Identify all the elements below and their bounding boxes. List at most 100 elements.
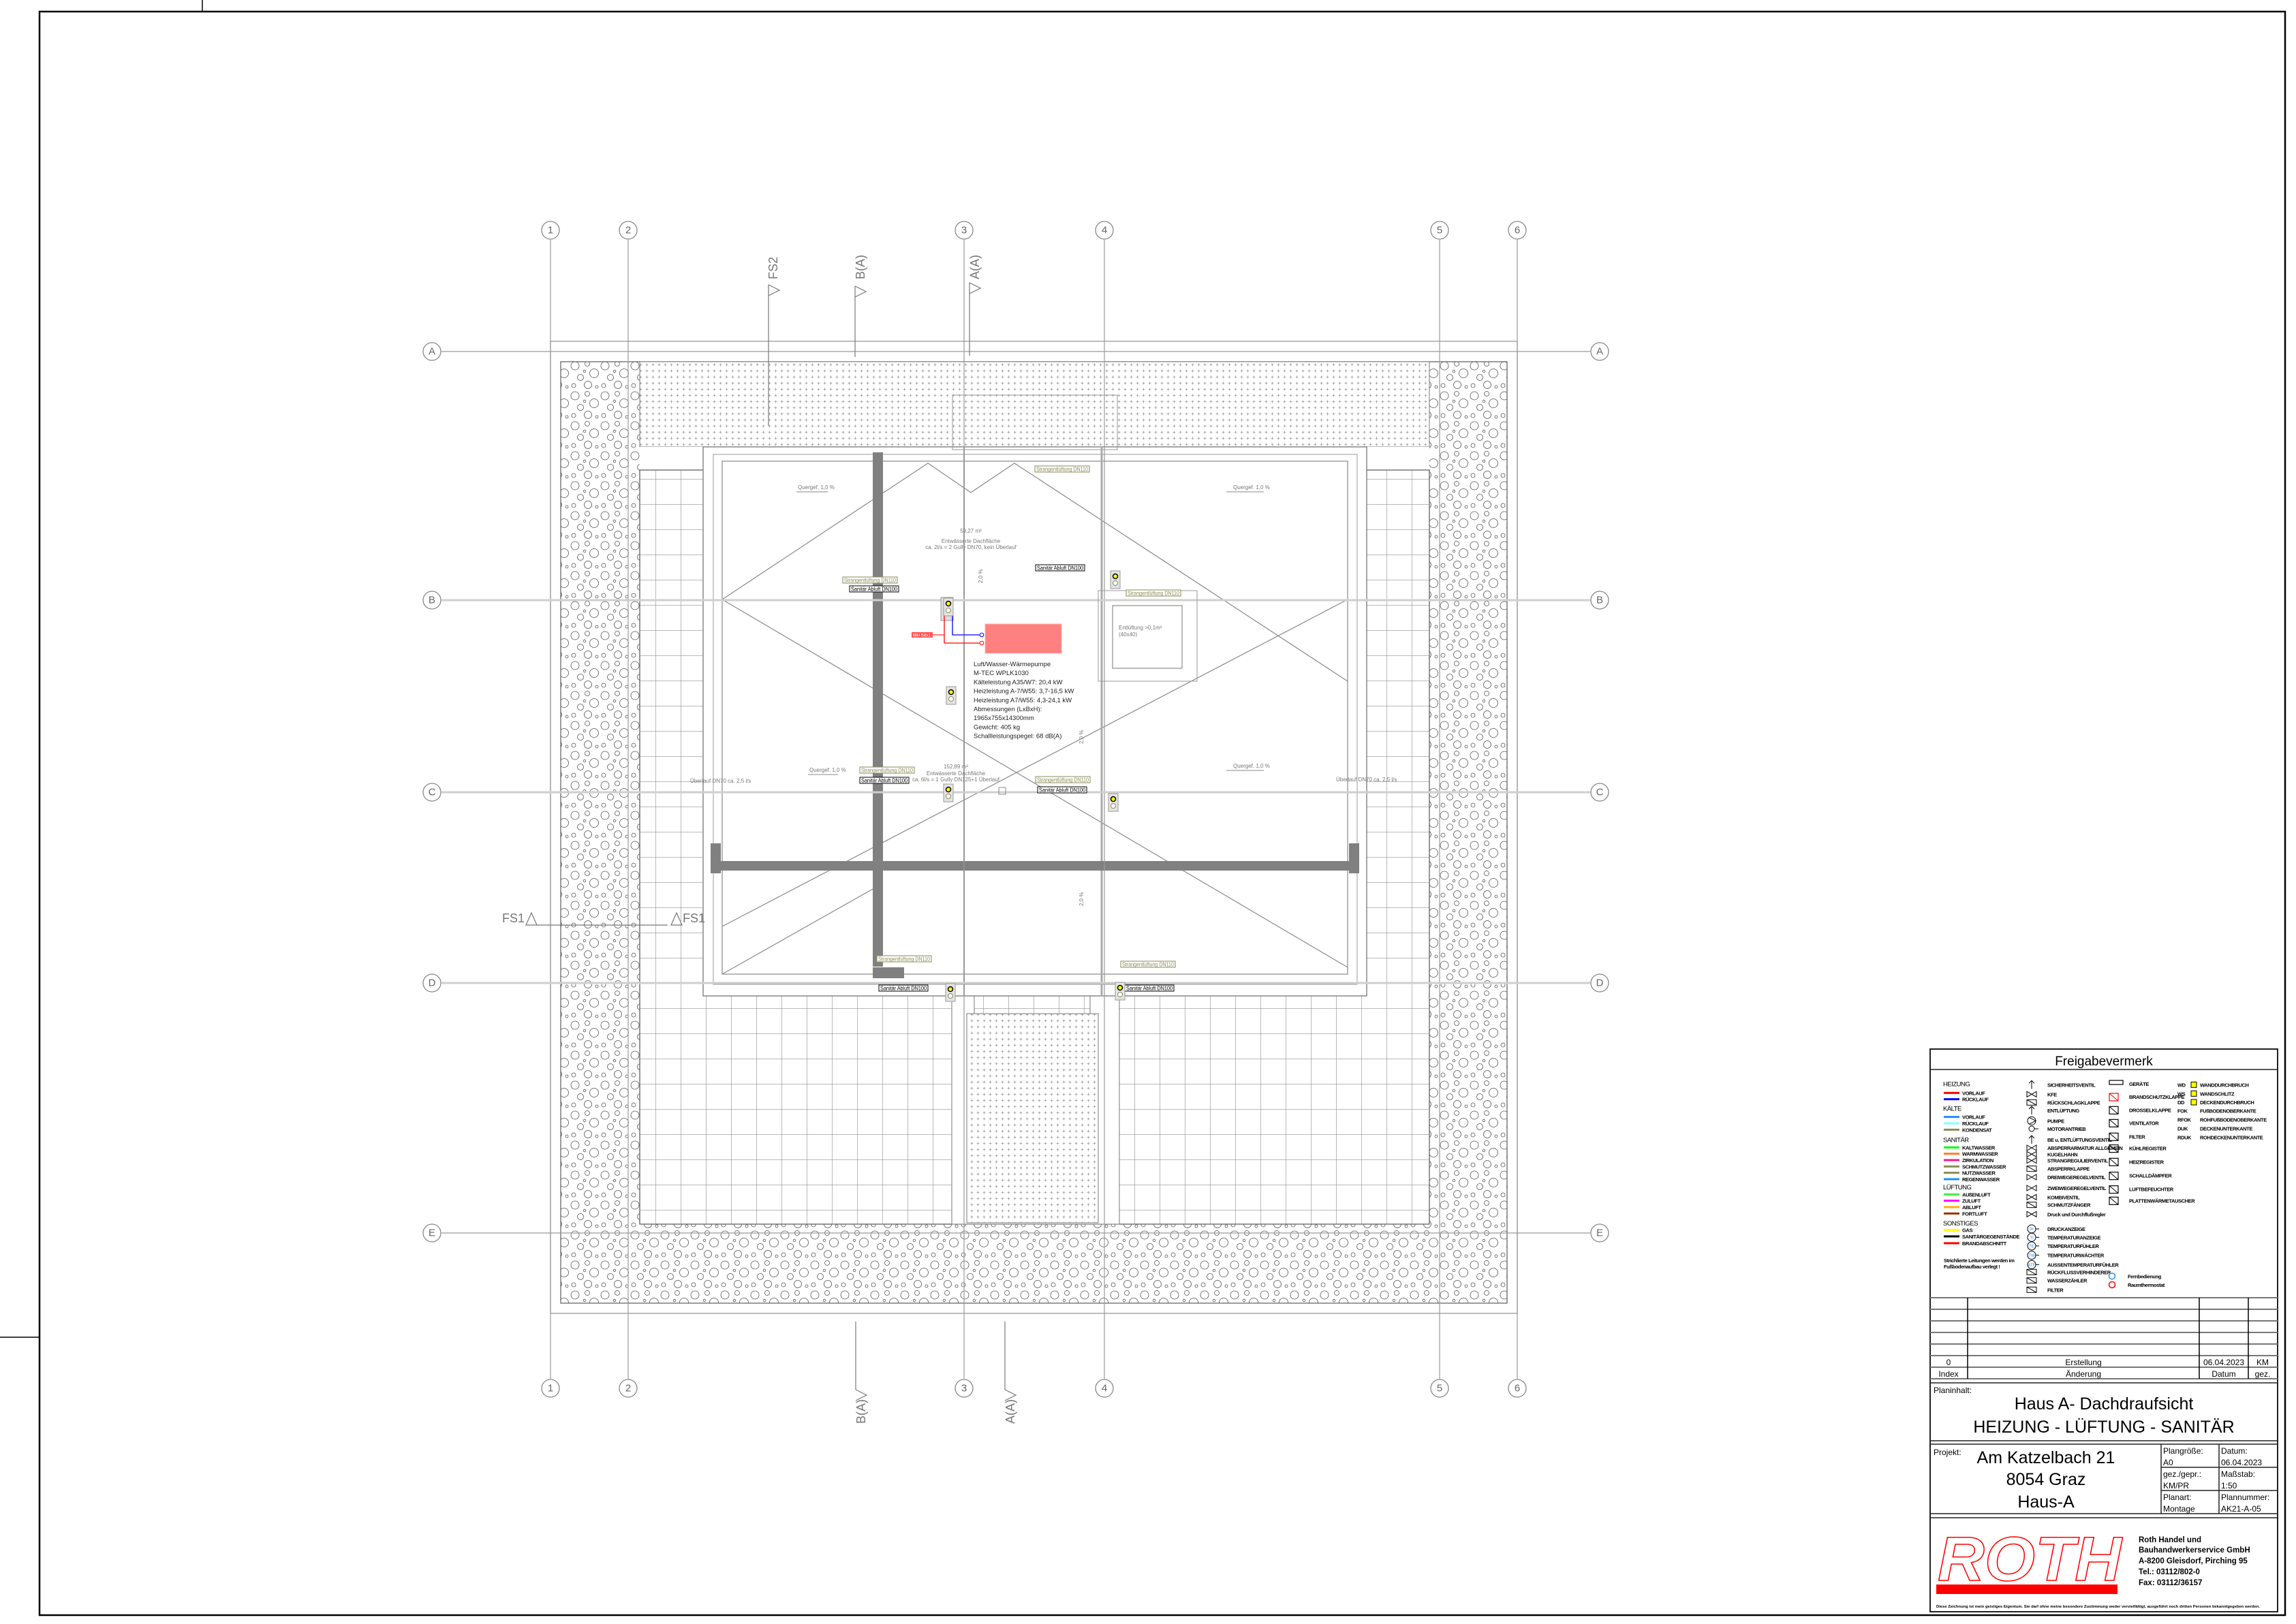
vent-pipe-icon — [1117, 992, 1123, 997]
opening-icon — [2190, 1081, 2197, 1088]
legend-abbr-code: RDUK — [2177, 1134, 2192, 1140]
axis-label-6: 6 — [1515, 1383, 1520, 1394]
plan-drawn: KM/PR — [2163, 1481, 2189, 1490]
legend-symbol-label: WASSERZÄHLER — [2047, 1278, 2088, 1284]
fitting-icon — [2026, 1286, 2037, 1293]
company-fax: Fax: 03112/36157 — [2139, 1579, 2202, 1587]
disclaimer: Diese Zeichnung ist mein geistiges Eigen… — [1936, 1605, 2261, 1609]
legend-symbol-box-icon — [2026, 1286, 2037, 1293]
roof-slope-lines — [722, 463, 1348, 975]
opening-icon — [2190, 1090, 2197, 1097]
instrument-code: TE — [2029, 1245, 2034, 1249]
vent-pipe-icon — [948, 696, 954, 702]
tag-box — [876, 955, 932, 963]
roof-slope-label: 2,0 % — [978, 569, 984, 583]
axis-label-E: E — [429, 1228, 435, 1239]
exhaust-pipe-tag: Sanitär Abluft DN100 — [1124, 984, 1175, 992]
legend-line-label: RÜCKLAUF — [1962, 1097, 1989, 1103]
riser-symbol — [1115, 982, 1126, 1001]
legend-heading: LÜFTUNG — [1943, 1184, 1971, 1191]
air-component-icon — [2109, 1144, 2119, 1153]
roof-area-bottom-calc: ca. 6l/s = 1 Gully DN125+1 Überlauf — [912, 777, 1000, 783]
roof-slope-label: 2,0 % — [1079, 730, 1085, 744]
valve-icon — [2026, 1193, 2037, 1201]
legend-abbr-label: ROHDECKENUNTERKANTE — [2200, 1134, 2263, 1140]
beam-horizontal — [717, 861, 1354, 871]
riser-symbol — [946, 686, 957, 705]
legend-symbol-bowtie-icon — [2026, 1185, 2037, 1191]
site-plan — [550, 341, 1518, 1314]
air-component-mark — [2109, 1119, 2119, 1127]
exhaust-pipe-icon — [1117, 984, 1123, 991]
plan-scale-label: Maßstab: — [2221, 1469, 2255, 1479]
plan-number: AK21-A-05 — [2221, 1504, 2261, 1514]
legend-line-label: ZIRKULATION — [1962, 1157, 1994, 1164]
tag-label: Strangentlüftung DN110 — [861, 767, 913, 774]
tag-box — [1034, 465, 1090, 473]
exhaust-pipe-icon — [947, 986, 954, 993]
legend-symbol-label: TEMPERATURWÄCHTER — [2047, 1253, 2105, 1259]
approval-title: Freigabevermerk — [2055, 1055, 2153, 1069]
legend-symbol-ct-icon: TW — [2027, 1251, 2039, 1260]
legend-symbol-label: MOTORANTRIEB — [2047, 1126, 2086, 1132]
section-b-label: B(A) — [854, 255, 867, 279]
heat-pump-spec-line: Heizleistung A-7/W55: 3,7-16,5 kW — [974, 688, 1074, 696]
legend-symbol-pump-icon — [2027, 1116, 2037, 1125]
tag-box — [849, 585, 899, 593]
air-component-icon — [2109, 1093, 2119, 1102]
axis-marker-5 — [1430, 1379, 1449, 1398]
axis-label-6: 6 — [1515, 225, 1520, 236]
beam-vertical — [873, 452, 883, 967]
axis-label-C: C — [1596, 787, 1604, 798]
legend-air-label: FILTER — [2129, 1134, 2145, 1140]
legend-line-label: KALTWASSER — [1962, 1144, 1996, 1151]
axis-label-3: 3 — [961, 225, 967, 236]
fitting-diagonal — [2026, 1286, 2037, 1293]
tag-label: Strangentlüftung DN110 — [1128, 590, 1179, 597]
legend-symbol-label: RÜCKSCHLAGKLAPPE — [2047, 1099, 2100, 1106]
legend-symbol-label: KUGELHAHN — [2047, 1151, 2077, 1157]
title-block: Freigabevermerk HEIZUNGVORLAUFRÜCKLAUFKÄ… — [1929, 1048, 2278, 1612]
legend-symbol-bowtie-icon — [2026, 1193, 2037, 1201]
fitting-diagonal — [2026, 1277, 2037, 1284]
fitting-icon — [2026, 1277, 2037, 1284]
legend-line-label: VORLAUF — [1962, 1090, 1985, 1096]
revision-change: Erstellung — [2065, 1358, 2101, 1367]
project-city: 8054 Graz — [2006, 1470, 2086, 1489]
fitting-icon — [2026, 1166, 2037, 1172]
vent-pipe-tag: Strangentlüftung DN110 — [1120, 961, 1176, 968]
heat-pump-spec-line: Luft/Wasser-Wärmepumpe — [974, 661, 1051, 668]
legend-symbol-label: TEMPERATURFÜHLER — [2047, 1243, 2100, 1249]
room-thermostat-icon — [2108, 1281, 2116, 1289]
legend-abbr-code: RFOK — [2177, 1117, 2192, 1123]
company-phone: Tel.: 03112/802-0 — [2139, 1568, 2200, 1576]
opening-icon — [2190, 1099, 2197, 1106]
legend-line-label: SANITÄRGEGENSTÄNDE — [1962, 1234, 2019, 1240]
vent-pipe-icon — [946, 794, 951, 799]
legend-air-label: SCHALLDÄMPFER — [2129, 1173, 2172, 1179]
legend-heading: HEIZUNG — [1943, 1081, 1970, 1089]
section-markers: FS2 B(A) A(A) B(A) A(A) FS1 FS1 — [502, 255, 1017, 1424]
roof-drain-icon — [998, 787, 1006, 795]
legend-heading: SANITÄR — [1943, 1137, 1969, 1144]
legend-symbol-valve-icon — [2028, 1106, 2035, 1114]
exhaust-pipe-icon — [945, 600, 952, 607]
legend-symbol-bowtie-icon — [2026, 1144, 2037, 1151]
legend-line-label: VORLAUF — [1962, 1114, 1985, 1121]
exhaust-pipe-tag: Sanitär Abluft DN100 — [1035, 564, 1085, 572]
tag-box — [878, 984, 929, 992]
valve-icon — [2026, 1091, 2037, 1098]
legend-symbol-label: FILTER — [2047, 1287, 2064, 1293]
roth-logo-text: ROTH — [1938, 1525, 2124, 1594]
exhaust-pipe-icon — [945, 786, 952, 793]
tag-box — [842, 576, 898, 584]
tag-label: Strangentlüftung DN110 — [844, 577, 896, 584]
legend-air-label: HEIZREGISTER — [2129, 1159, 2165, 1165]
exhaust-pipe-icon — [948, 689, 955, 696]
axis-label-C: C — [429, 787, 436, 798]
air-component-mark — [2109, 1172, 2119, 1181]
tag-label: Sanitär Abluft DN100 — [1037, 565, 1083, 572]
legend-symbol-bowtie-icon — [2026, 1211, 2037, 1218]
